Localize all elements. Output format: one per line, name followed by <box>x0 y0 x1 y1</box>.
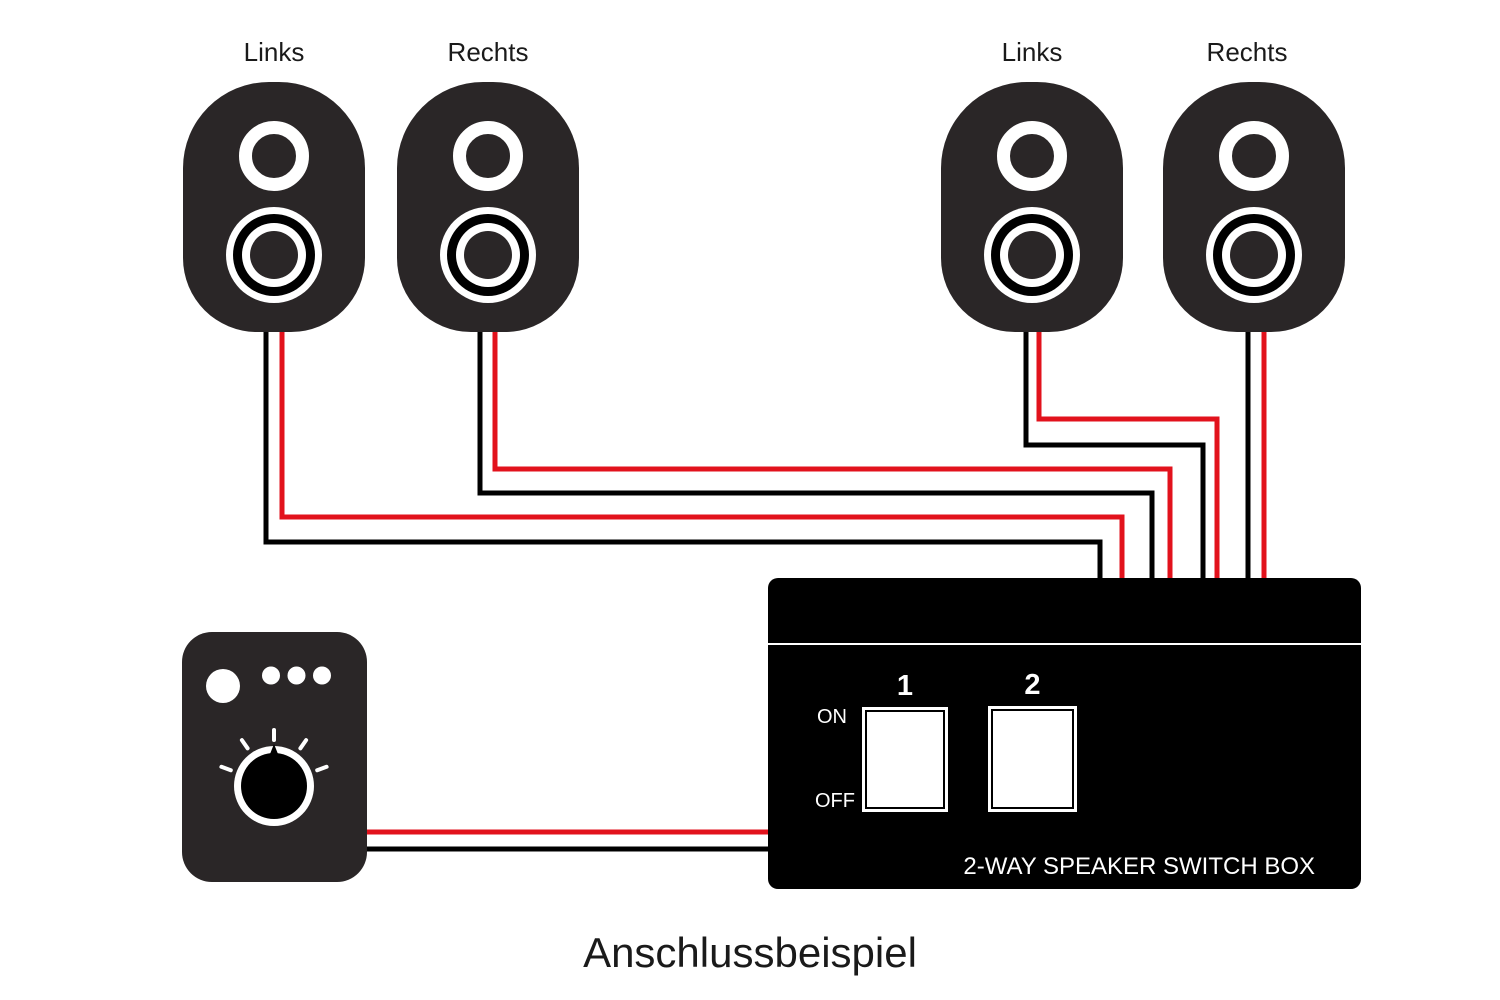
speaker4-label: Rechts <box>1206 37 1288 67</box>
woofer-icon <box>984 207 1080 303</box>
switch1-toggle <box>862 707 948 812</box>
speaker2-black-wire <box>477 320 1155 585</box>
off-label: OFF <box>815 790 855 812</box>
speaker3-black-wire <box>1023 320 1206 585</box>
tweeter-icon <box>453 121 523 191</box>
woofer-icon <box>1206 207 1302 303</box>
switch2-number: 2 <box>1024 669 1041 701</box>
tweeter-icon <box>997 121 1067 191</box>
on-label: ON <box>817 706 847 728</box>
diagram-title: Anschlussbeispiel <box>583 929 917 976</box>
speaker-right-pair-rechts <box>1163 82 1345 332</box>
speaker-left-pair-rechts <box>397 82 579 332</box>
speaker1-red-wire <box>279 320 1125 585</box>
tweeter-icon <box>239 121 309 191</box>
knob-pointer-icon <box>266 744 282 764</box>
led-dot-icon <box>262 666 280 685</box>
tweeter-icon <box>1219 121 1289 191</box>
amplifier-device <box>182 632 367 882</box>
led-dot-icon <box>287 666 306 685</box>
speaker-switch-box: ON OFF 1 2 2-WAY SPEAKER SWITCH BOX <box>768 578 1361 889</box>
speaker1-label: Links <box>243 37 305 67</box>
box-divider <box>768 643 1361 645</box>
switch2-toggle <box>988 706 1077 812</box>
speaker2-red-wire <box>492 320 1173 585</box>
speaker-left-pair-links <box>183 82 365 332</box>
amplifier-front-panel <box>206 666 331 826</box>
woofer-icon <box>440 207 536 303</box>
volume-knob-icon <box>219 728 329 826</box>
led-dot-icon <box>313 666 331 685</box>
speaker3-label: Links <box>1001 37 1063 67</box>
speaker3-red-wire <box>1036 320 1220 585</box>
speaker1-black-wire <box>263 320 1103 585</box>
power-light-icon <box>206 669 240 703</box>
switch1-number: 1 <box>896 670 914 702</box>
speaker-right-pair-links <box>941 82 1123 332</box>
switch-box-title: 2-WAY SPEAKER SWITCH BOX <box>963 853 1315 880</box>
speaker2-label: Rechts <box>447 37 529 67</box>
woofer-icon <box>226 207 322 303</box>
